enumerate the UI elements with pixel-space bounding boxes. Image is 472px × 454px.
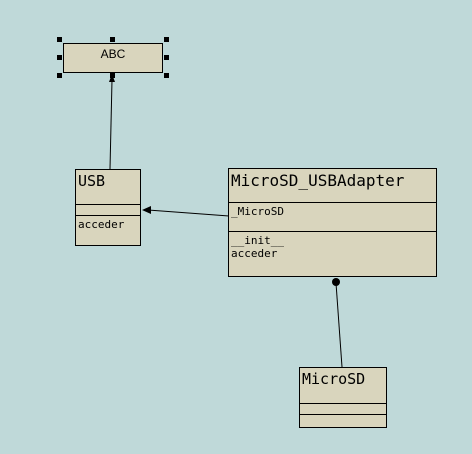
adapter-class[interactable]: MicroSD_USBAdapter _MicroSD __init__ acc…: [228, 168, 437, 277]
usb-operation: acceder: [78, 218, 125, 231]
adapter-to-usb-link[interactable]: [147, 209, 230, 217]
adapter-operations: __init__ acceder: [229, 231, 436, 262]
usb-operations: acceder: [76, 215, 140, 233]
selection-handle-bottom-right[interactable]: [164, 73, 169, 78]
microsd-to-adapter-link[interactable]: [335, 282, 343, 368]
usb-to-abc-link[interactable]: [109, 79, 113, 170]
adapter-attribute: _MicroSD: [231, 205, 284, 218]
usb-attributes: [76, 204, 140, 215]
usb-class-name: USB: [78, 172, 106, 190]
selection-handle-middle-right[interactable]: [164, 55, 169, 60]
abc-label: ABC: [100, 47, 126, 61]
adapter-class-name: MicroSD_USBAdapter: [231, 171, 405, 190]
selection-handle-middle-left[interactable]: [57, 55, 62, 60]
abc-note[interactable]: ABC: [63, 43, 163, 73]
selection-handle-top-right[interactable]: [164, 37, 169, 42]
microsd-class-name: MicroSD: [302, 370, 366, 388]
usb-class[interactable]: USB acceder: [75, 169, 141, 246]
microsd-attributes: [300, 403, 386, 414]
adapter-operation-acceder: acceder: [231, 247, 278, 260]
microsd-operations: [300, 414, 386, 425]
adapter-to-usb-arrowhead: [142, 206, 151, 214]
selection-handle-top-left[interactable]: [57, 37, 62, 42]
selection-handle-bottom-middle[interactable]: [110, 73, 115, 78]
composition-dot: [332, 278, 340, 286]
selection-handle-bottom-left[interactable]: [57, 73, 62, 78]
adapter-operation-init: __init__: [231, 234, 284, 247]
adapter-attributes: _MicroSD: [229, 202, 436, 231]
usb-to-abc-arrowhead: [109, 74, 115, 82]
selection-handle-top-middle[interactable]: [110, 37, 115, 42]
microsd-class[interactable]: MicroSD: [299, 367, 387, 428]
